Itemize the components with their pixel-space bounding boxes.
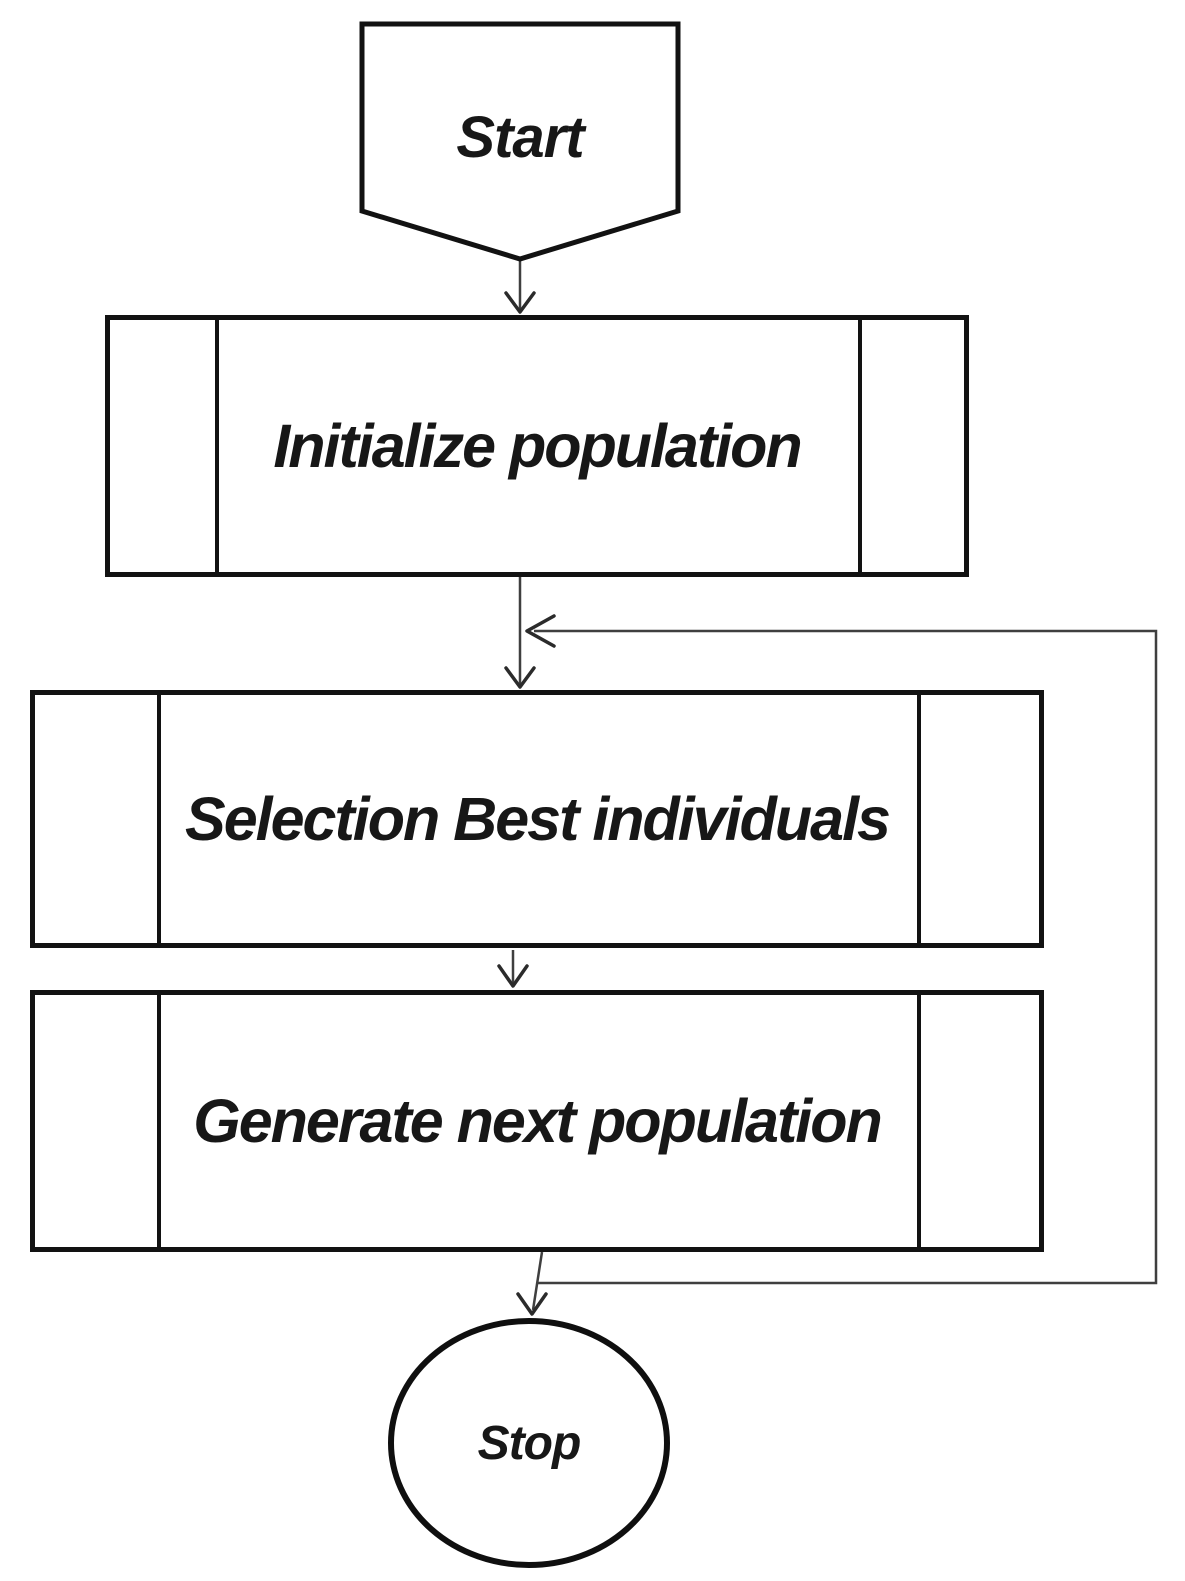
generate-next-population-label: Generate next population <box>193 1087 882 1155</box>
arrowhead-feedback-loop-icon <box>525 614 556 648</box>
initialize-population-label: Initialize population <box>273 412 802 480</box>
inner-bar-left <box>157 695 161 943</box>
arrowhead-generate-to-stop-icon <box>516 1292 548 1316</box>
initialize-population-node: Initialize population <box>105 315 969 577</box>
arrowhead-selection-to-generate-icon <box>497 964 529 988</box>
arrowhead-start-to-initialize-icon <box>504 291 536 314</box>
inner-bar-left <box>157 995 161 1247</box>
generate-next-population-node: Generate next population <box>30 990 1044 1252</box>
inner-bar-right <box>917 995 921 1247</box>
inner-bar-right <box>917 695 921 943</box>
inner-bar-left <box>215 320 219 572</box>
stop-node-shape <box>388 1318 670 1568</box>
selection-best-individuals-label: Selection Best individuals <box>185 785 891 853</box>
selection-best-individuals-node: Selection Best individuals <box>30 690 1044 948</box>
edge-feedback-loop <box>534 629 1158 1285</box>
edge-generate-to-stop <box>531 1251 544 1311</box>
start-node-shape <box>359 21 681 262</box>
arrowhead-initialize-to-selection-icon <box>504 666 536 689</box>
inner-bar-right <box>858 320 862 572</box>
